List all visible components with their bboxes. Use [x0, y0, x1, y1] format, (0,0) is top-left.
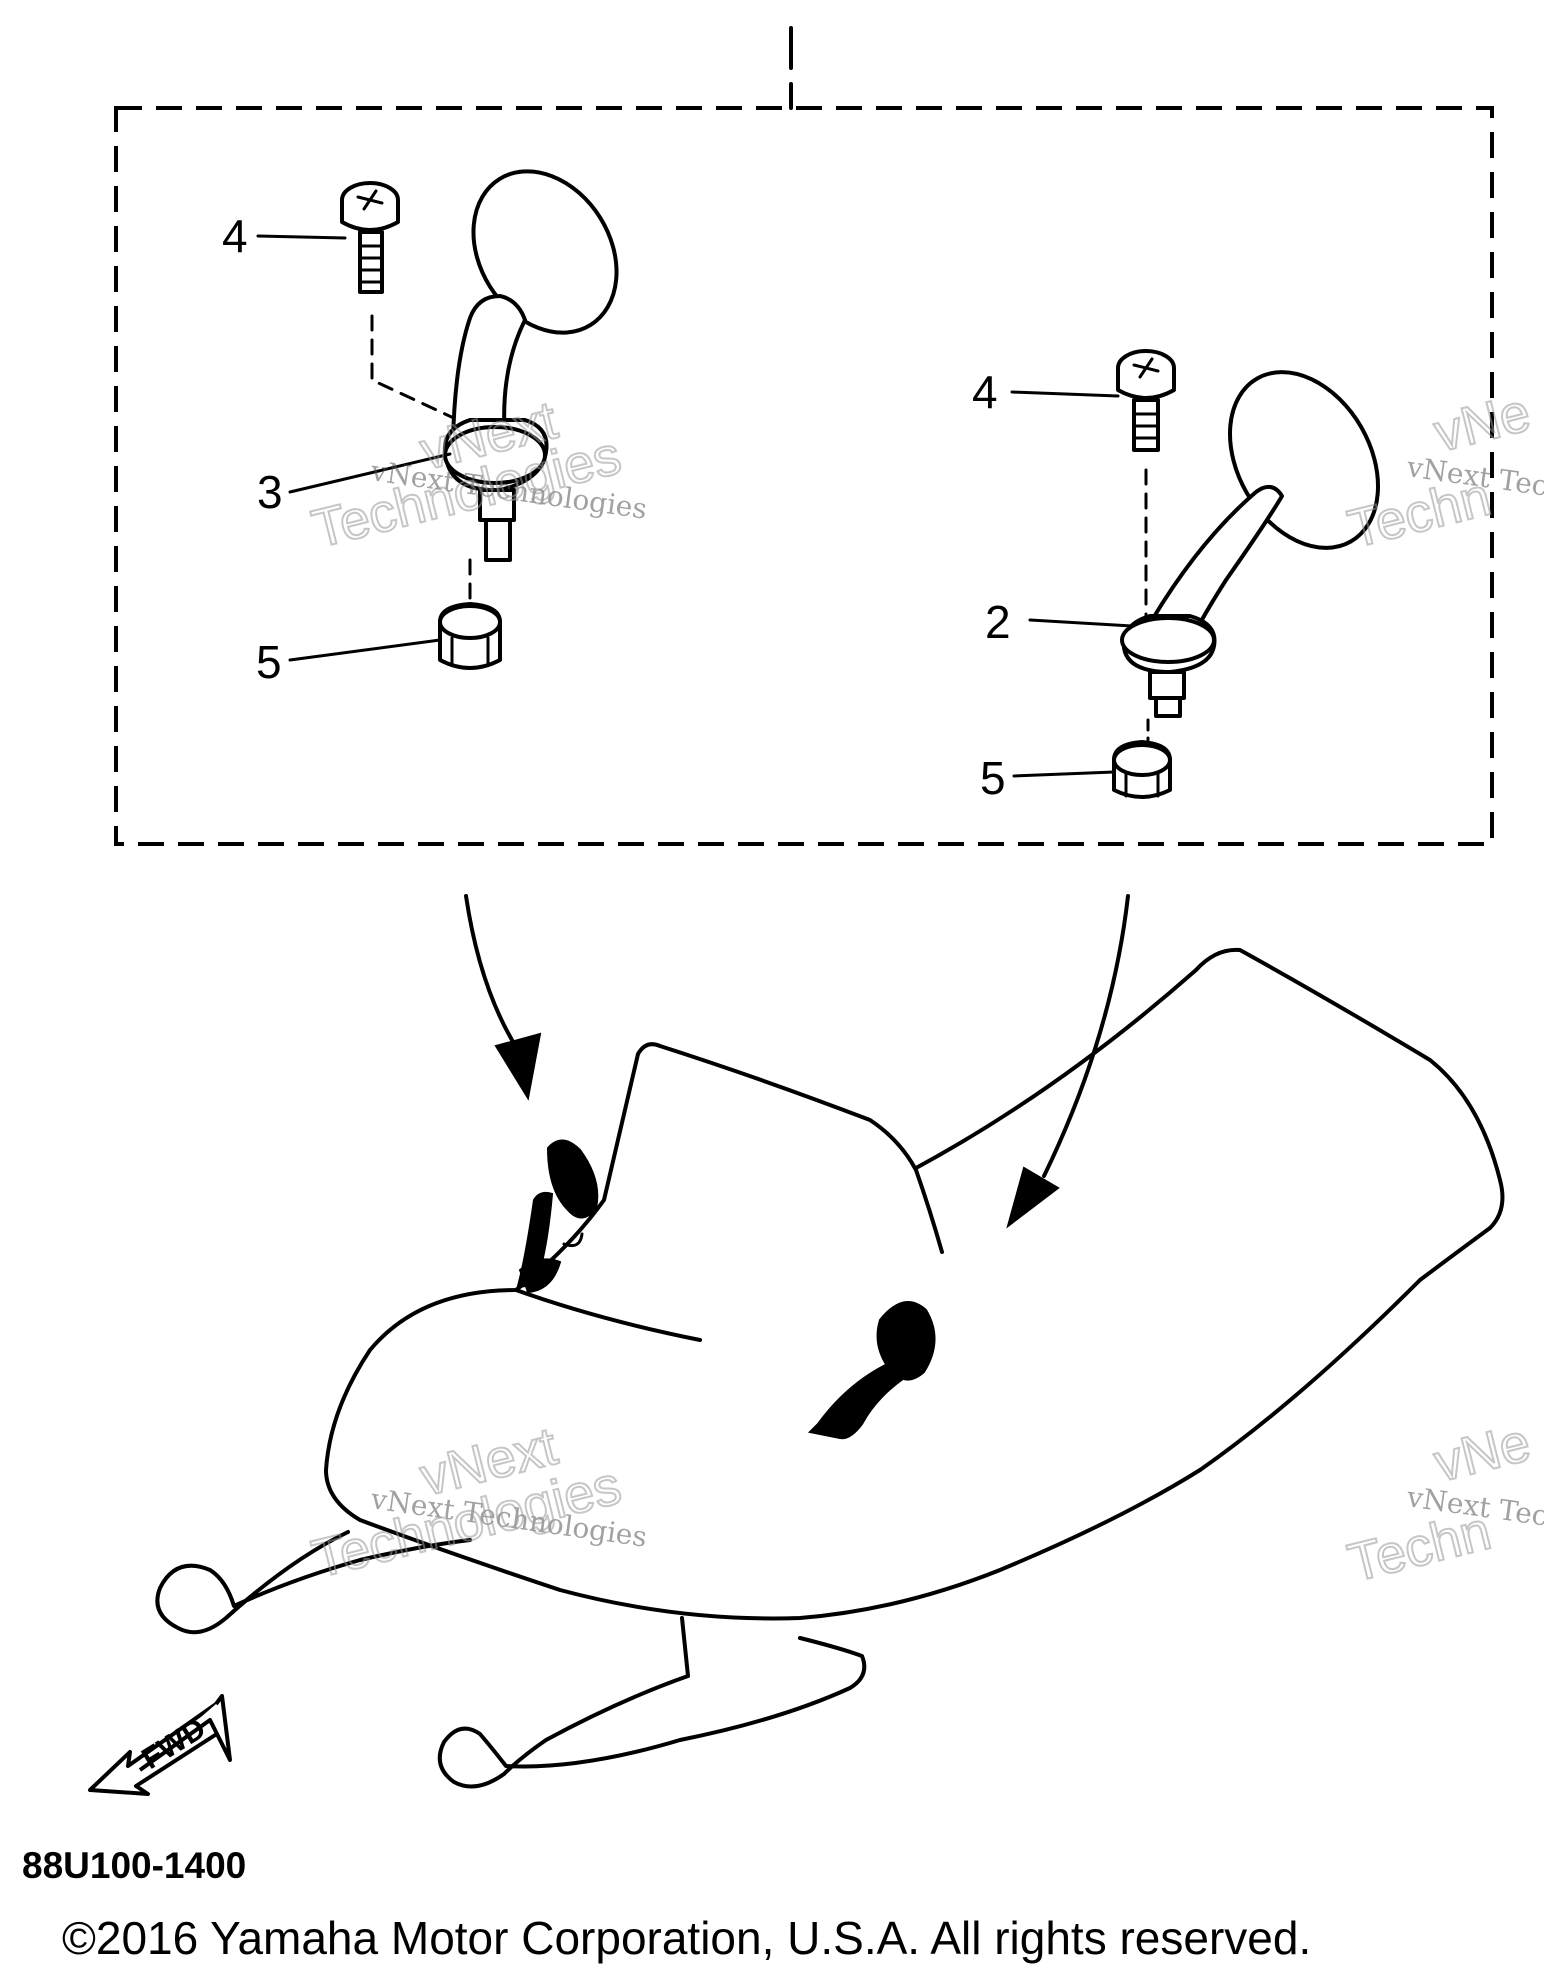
- nut-right: [1112, 740, 1172, 799]
- right-install-arrow: [1006, 894, 1130, 1229]
- assembly-frame: [114, 106, 1494, 846]
- ski-left: [155, 1530, 472, 1635]
- callout-line-4-left: [256, 234, 347, 240]
- snowmobile-body: [155, 947, 1505, 1789]
- callout-line-5-left: [288, 638, 442, 662]
- watermark-top-left: vNext vNext Technologies Technologies: [305, 389, 649, 561]
- mirror-stem-left: [451, 294, 527, 442]
- callout-line-3-left: [288, 452, 452, 494]
- mirror-stud-right: [1148, 670, 1186, 700]
- ski-right: [437, 1636, 867, 1789]
- callout-4-right: 4: [972, 366, 998, 418]
- nut-left: [438, 602, 502, 670]
- mirror-stem-right: [1150, 484, 1284, 642]
- callout-5-left: 5: [256, 636, 282, 688]
- callout-5-right: 5: [980, 752, 1006, 804]
- fwd-direction-arrow: FWD: [88, 1694, 232, 1796]
- callout-4-left: 4: [222, 210, 248, 262]
- mirror-head-left: [471, 169, 619, 335]
- copyright-notice: ©2016 Yamaha Motor Corporation, U.S.A. A…: [62, 1912, 1311, 1964]
- callout-line-2-right: [1028, 618, 1134, 628]
- screw-right: [1116, 349, 1176, 452]
- callout-3-left: 3: [257, 466, 283, 518]
- screw-left: [340, 181, 400, 294]
- screw-left-link: [370, 314, 460, 422]
- right-mirror-group: 4 2 5: [972, 349, 1380, 804]
- installed-mirror-left: [516, 1139, 599, 1294]
- left-install-arrow: [464, 894, 542, 1101]
- left-mirror-group: 4 3 5: [222, 169, 619, 688]
- callout-line-5-right: [1012, 770, 1116, 778]
- installed-mirror-right: [807, 1301, 936, 1440]
- svg-text:vNe: vNe: [1428, 1412, 1536, 1493]
- callout-line-4-right: [1010, 390, 1120, 398]
- svg-text:vNe: vNe: [1428, 382, 1536, 463]
- watermark-bottom-right: vNext Tec vNe Techn: [1341, 1411, 1544, 1594]
- figure-code: 88U100-1400: [22, 1845, 246, 1886]
- callout-2-right: 2: [985, 596, 1011, 648]
